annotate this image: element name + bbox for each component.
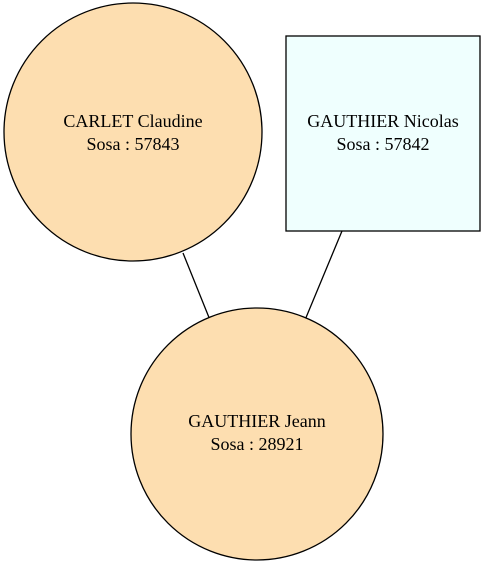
node-gauthier-jeann[interactable]: GAUTHIER Jeann Sosa : 28921 [130,307,384,561]
edge-nicolas-to-jeann [304,230,343,321]
node-sosa-carlet-claudine: Sosa : 57843 [86,134,179,154]
node-sosa-gauthier-jeann: Sosa : 28921 [210,434,303,454]
node-shape-carlet-claudine [3,2,263,262]
node-shape-gauthier-nicolas [285,35,481,232]
node-name-gauthier-jeann: GAUTHIER Jeann [188,411,325,431]
node-shape-gauthier-jeann [130,307,384,561]
node-name-carlet-claudine: CARLET Claudine [63,111,202,131]
edge-claudine-to-jeann [182,252,211,321]
node-carlet-claudine[interactable]: CARLET Claudine Sosa : 57843 [3,2,263,262]
node-sosa-gauthier-nicolas: Sosa : 57842 [336,134,429,154]
node-name-gauthier-nicolas: GAUTHIER Nicolas [307,111,458,131]
node-gauthier-nicolas[interactable]: GAUTHIER Nicolas Sosa : 57842 [285,35,481,232]
